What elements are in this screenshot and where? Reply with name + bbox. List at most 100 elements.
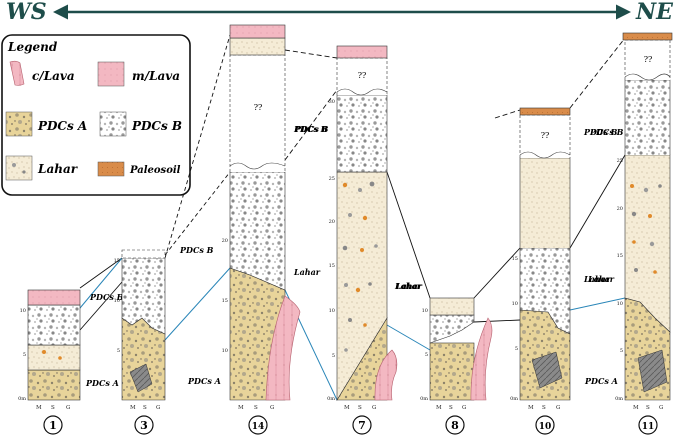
- column-11-label-pdcs-b: PDCs B: [589, 127, 624, 137]
- column-10-number-badge: [535, 415, 555, 435]
- svg-text:S: S: [542, 405, 546, 411]
- column-11-lahar-clasts: [630, 184, 662, 274]
- column-10-label-pdcs-b: PDCs B: [583, 127, 618, 137]
- column-11-label-lahar: Lahar: [587, 274, 615, 284]
- paleosoil-swatch: [97, 161, 125, 177]
- svg-text:M: M: [130, 405, 136, 411]
- svg-text:S: S: [143, 405, 147, 411]
- column-7-lahar-clasts: [342, 181, 378, 352]
- legend-item-c-lava: c/Lava: [9, 60, 75, 86]
- svg-text:G: G: [270, 405, 274, 411]
- legend-label-m-lava: m/Lava: [132, 69, 180, 83]
- svg-text:20: 20: [617, 206, 623, 212]
- svg-text:M: M: [436, 405, 442, 411]
- svg-text:S: S: [51, 405, 55, 411]
- svg-text:0m: 0m: [615, 396, 623, 402]
- column-11-unknown: ??: [644, 55, 653, 64]
- column-14-number: 14: [252, 422, 265, 432]
- column-7-label-lahar: Lahar: [394, 281, 422, 291]
- legend-frame: [1, 34, 191, 196]
- column-11-label-pdcs-a: PDCs A: [584, 376, 618, 386]
- svg-text:5: 5: [425, 352, 428, 358]
- column-3-number: 3: [140, 419, 148, 432]
- svg-text:M: M: [344, 405, 350, 411]
- column-8-label-lahar: Lahar: [395, 281, 423, 291]
- svg-text:25: 25: [329, 176, 335, 182]
- column-14-label-pdcs-b: PDCs B: [293, 124, 328, 134]
- column-3-label-pdcs-b: PDCs B: [179, 245, 214, 255]
- svg-text:M: M: [238, 405, 244, 411]
- m-lava-swatch: [97, 61, 125, 87]
- column-14-label-lahar: Lahar: [293, 267, 321, 277]
- column-3-number-badge: [134, 415, 154, 435]
- column-7-label-pdcs-b: PDCs B: [294, 124, 329, 134]
- column-11-number-badge: [638, 415, 658, 435]
- legend-label-paleosoil: Paleosoil: [129, 165, 181, 176]
- svg-text:G: G: [156, 405, 160, 411]
- column-8-number: 8: [451, 419, 459, 432]
- column-7-c-lava: [374, 349, 398, 401]
- svg-text:10: 10: [222, 348, 228, 354]
- svg-text:20: 20: [222, 238, 228, 244]
- svg-text:M: M: [36, 405, 42, 411]
- column-11-paleosoil: [622, 32, 673, 41]
- legend-item-paleosoil: Paleosoil: [97, 161, 181, 177]
- ws-label: WS: [6, 0, 47, 25]
- column-10-unknown: ??: [541, 131, 550, 140]
- svg-text:S: S: [358, 405, 362, 411]
- legend-label-lahar: Lahar: [37, 162, 79, 176]
- legend-item-pdcs-b: PDCs B: [99, 111, 182, 137]
- svg-text:5: 5: [117, 348, 120, 354]
- direction-header: WS NE: [6, 0, 674, 25]
- legend-item-lahar: Lahar: [5, 155, 79, 181]
- svg-text:10: 10: [422, 308, 428, 314]
- column-10-label-lahar: Lahar: [583, 274, 611, 284]
- pdcs-a-swatch: [5, 111, 33, 137]
- svg-text:10: 10: [114, 298, 120, 304]
- column-7-number-badge: [352, 415, 372, 435]
- svg-text:5: 5: [515, 346, 518, 352]
- legend-label-c-lava: c/Lava: [32, 69, 75, 83]
- column-14-label-pdcs-a: PDCs A: [187, 376, 221, 386]
- svg-text:0m: 0m: [18, 396, 26, 402]
- legend-item-m-lava: m/Lava: [97, 61, 180, 87]
- svg-text:10: 10: [617, 301, 623, 307]
- svg-text:5: 5: [332, 353, 335, 359]
- svg-text:15: 15: [222, 298, 228, 304]
- svg-text:5: 5: [23, 352, 26, 358]
- svg-text:0m: 0m: [510, 396, 518, 402]
- lahar-swatch: [5, 155, 33, 181]
- svg-text:0m: 0m: [420, 396, 428, 402]
- column-14-c-lava: [265, 295, 301, 401]
- svg-text:G: G: [372, 405, 376, 411]
- svg-text:20: 20: [329, 219, 335, 225]
- svg-text:G: G: [659, 405, 663, 411]
- column-8-c-lava: [470, 317, 493, 401]
- svg-text:15: 15: [329, 263, 335, 269]
- legend: Legend c/Lava m/Lava PDCs A PDCs B Lahar…: [1, 34, 191, 196]
- column-1: 0m 5 10 PDCs B PDCs A M S G 1: [18, 289, 124, 435]
- svg-text:G: G: [462, 405, 466, 411]
- column-1-label-pdcs-a: PDCs A: [85, 378, 119, 388]
- pdcs-b-swatch: [99, 111, 127, 137]
- correlation-lines: [79, 34, 626, 331]
- column-11: ?? 0m 5 10 15 20 25 Lahar PDCs B PDCs A …: [584, 32, 673, 435]
- svg-text:25: 25: [617, 158, 623, 164]
- svg-text:5: 5: [620, 348, 623, 354]
- column-10: ?? 0m 5 10 15 Lahar PDCs B M S G 10: [510, 107, 618, 435]
- column-7-unknown: ??: [358, 71, 367, 80]
- svg-text:10: 10: [329, 308, 335, 314]
- column-11-number: 11: [642, 422, 655, 432]
- legend-title: Legend: [7, 40, 58, 54]
- column-14-unknown: ??: [254, 103, 263, 112]
- svg-text:M: M: [528, 405, 534, 411]
- column-1-number: 1: [49, 419, 57, 432]
- svg-text:G: G: [556, 405, 560, 411]
- column-1-number-badge: [43, 415, 63, 435]
- svg-text:0m: 0m: [327, 396, 335, 402]
- svg-text:15: 15: [617, 253, 623, 259]
- svg-text:G: G: [66, 405, 70, 411]
- svg-text:S: S: [449, 405, 453, 411]
